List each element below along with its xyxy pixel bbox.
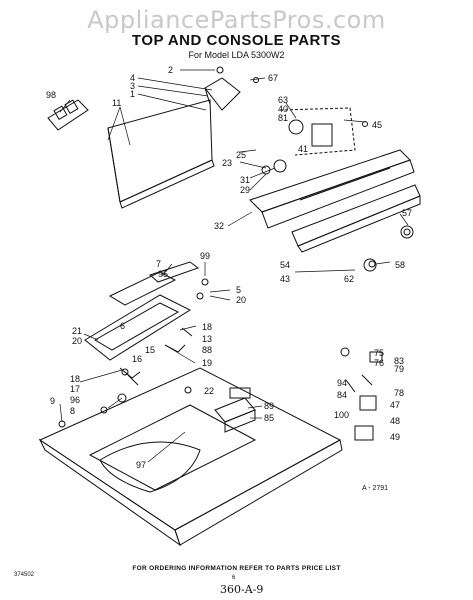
label-23: 23 [222, 158, 232, 168]
small-parts [340, 347, 383, 441]
lid-switch [214, 387, 256, 433]
label-97: 97 [136, 460, 146, 470]
label-32: 32 [214, 221, 224, 231]
label-3: 3 [130, 81, 135, 91]
diagram-ref: A - 2791 [362, 485, 388, 492]
label-62: 62 [344, 274, 354, 284]
label-54: 54 [280, 260, 290, 270]
label-79: 79 [394, 364, 404, 374]
screws [58, 77, 376, 428]
label-19: 19 [202, 358, 212, 368]
document-code: 374502 [14, 572, 35, 578]
label-76: 76 [374, 358, 384, 368]
watermark: AppliancePartsPros.com [87, 6, 386, 34]
label-7: 7 [156, 259, 161, 269]
knobs [363, 225, 414, 272]
label-95: 95 [158, 269, 168, 279]
label-100: 100 [334, 410, 349, 420]
label-75: 75 [374, 348, 384, 358]
label-85: 85 [264, 413, 274, 423]
label-48: 48 [390, 416, 400, 426]
label-40: 40 [278, 104, 288, 114]
page-subtitle: For Model LDA 5300W2 [188, 50, 285, 60]
label-49: 49 [390, 432, 400, 442]
timer-group [279, 107, 356, 156]
label-83: 83 [394, 356, 404, 366]
label-81: 81 [278, 113, 288, 123]
label-2: 2 [168, 65, 173, 75]
label-18a: 18 [202, 322, 212, 332]
label-43: 43 [280, 274, 290, 284]
label-47: 47 [390, 400, 400, 410]
label-41: 41 [298, 144, 308, 154]
label-67: 67 [268, 73, 278, 83]
side-bracket [204, 66, 241, 111]
label-21: 21 [72, 326, 82, 336]
label-20a: 20 [236, 295, 246, 305]
label-20b: 20 [72, 336, 82, 346]
label-78: 78 [394, 388, 404, 398]
label-22: 22 [204, 386, 214, 396]
label-58: 58 [395, 260, 405, 270]
label-13: 13 [202, 334, 212, 344]
label-17: 17 [70, 384, 80, 394]
label-94: 94 [337, 378, 347, 388]
label-4: 4 [130, 73, 135, 83]
label-31: 31 [240, 175, 250, 185]
label-57: 57 [402, 208, 412, 218]
label-89: 89 [264, 401, 274, 411]
label-84: 84 [337, 390, 347, 400]
page-title: TOP AND CONSOLE PARTS [131, 32, 342, 49]
label-88: 88 [202, 345, 212, 355]
label-63: 63 [278, 95, 288, 105]
lid-cover [108, 261, 200, 306]
label-99: 99 [200, 251, 210, 261]
label-1: 1 [130, 89, 135, 99]
label-18b: 18 [70, 374, 80, 384]
label-98: 98 [46, 90, 56, 100]
label-29: 29 [240, 185, 250, 195]
label-96: 96 [70, 395, 80, 405]
control-bar [249, 149, 421, 253]
page-number: 6 [232, 575, 236, 581]
label-11: 11 [112, 98, 121, 108]
label-25: 25 [236, 150, 246, 160]
console-panel [107, 99, 215, 209]
bracket-98 [47, 99, 89, 131]
label-45: 45 [372, 120, 382, 130]
label-8: 8 [70, 406, 75, 416]
label-6: 6 [120, 321, 125, 331]
part-labels: 98 2 4 3 1 67 11 63 40 81 45 41 25 23 31… [46, 65, 412, 492]
label-15: 15 [145, 345, 155, 355]
ordering-info: FOR ORDERING INFORMATION REFER TO PARTS … [132, 565, 341, 572]
timer [261, 119, 333, 175]
label-16: 16 [132, 354, 142, 364]
label-9: 9 [50, 396, 55, 406]
leaders [59, 69, 409, 463]
label-5: 5 [236, 285, 241, 295]
lid-frame [84, 294, 192, 361]
cabinet-top [38, 367, 343, 547]
handwritten-note: 360-A-9 [220, 583, 264, 596]
